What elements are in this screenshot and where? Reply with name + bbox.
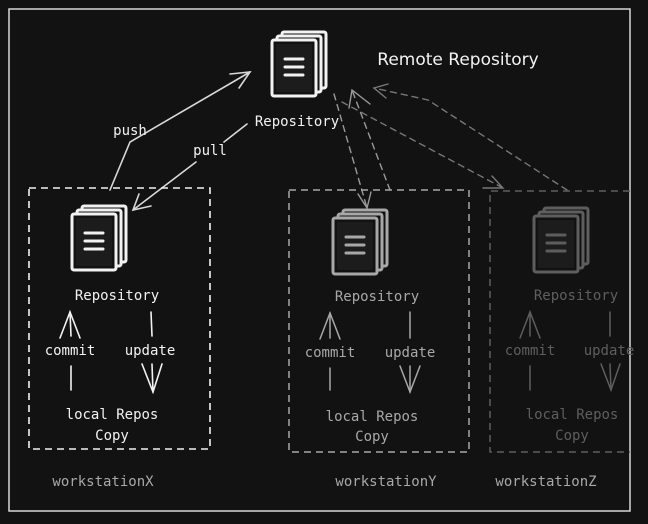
workstation-z-repository-icon (532, 206, 590, 274)
workstation-x-commit-arrow (59, 309, 81, 391)
workstation-z-name: workstationZ (495, 474, 596, 490)
workstation-z-commit-label: commit (505, 343, 556, 359)
workstation-x-repository-icon (70, 204, 128, 272)
workstation-y-repository-icon (331, 208, 389, 276)
workstation-y-box (288, 189, 470, 453)
sync-arrowheads-workstation-y (348, 88, 372, 210)
workstation-z-copy-line1: local Repos (526, 407, 619, 423)
workstation-y-update-arrow (399, 311, 421, 395)
workstation-x: Repository commit update local Repos Cop… (28, 187, 211, 490)
workstation-y-repository-label: Repository (335, 289, 419, 305)
outer-frame (8, 8, 631, 512)
remote-repository-icon (270, 30, 328, 98)
workstation-z-box (489, 190, 630, 453)
workstation-x-box (28, 187, 211, 450)
workstation-y-copy-line2: Copy (355, 429, 389, 445)
sync-arrows-workstation-y (333, 89, 391, 209)
workstation-y-commit-arrow (319, 310, 341, 391)
workstation-x-name: workstationX (52, 474, 154, 490)
pull-label: pull (193, 143, 227, 159)
sync-arrowheads-workstation-z (372, 83, 505, 189)
workstation-x-commit-label: commit (45, 343, 96, 359)
workstation-z-copy-line2: Copy (555, 428, 589, 444)
workstation-z-commit-arrow (519, 309, 541, 391)
workstation-y-commit-label: commit (305, 345, 356, 361)
workstation-z: Repository commit update local Repos Cop… (489, 190, 635, 490)
workstation-z-repository-label: Repository (534, 288, 618, 304)
workstation-y-update-label: update (385, 345, 436, 361)
workstation-y: Repository commit update local Repos Cop… (288, 189, 470, 490)
workstation-x-copy-line1: local Repos (66, 407, 159, 423)
workstation-x-update-label: update (125, 343, 176, 359)
remote-repository-label: Repository (255, 114, 339, 130)
workstation-z-update-arrow (600, 311, 621, 393)
workstation-z-update-label: update (584, 343, 635, 359)
workstation-y-name: workstationY (335, 474, 437, 490)
workstation-x-repository-label: Repository (75, 288, 159, 304)
workstation-x-copy-line2: Copy (95, 428, 129, 444)
remote-repository-node: Repository (255, 30, 339, 130)
workstation-x-update-arrow (141, 311, 163, 395)
sync-arrows-workstation-z (341, 87, 568, 191)
push-arrow (109, 71, 252, 191)
remote-repository-title: Remote Repository (377, 50, 538, 70)
pull-arrow (131, 123, 248, 212)
workstation-y-copy-line1: local Repos (326, 409, 419, 425)
push-label: push (113, 123, 147, 139)
